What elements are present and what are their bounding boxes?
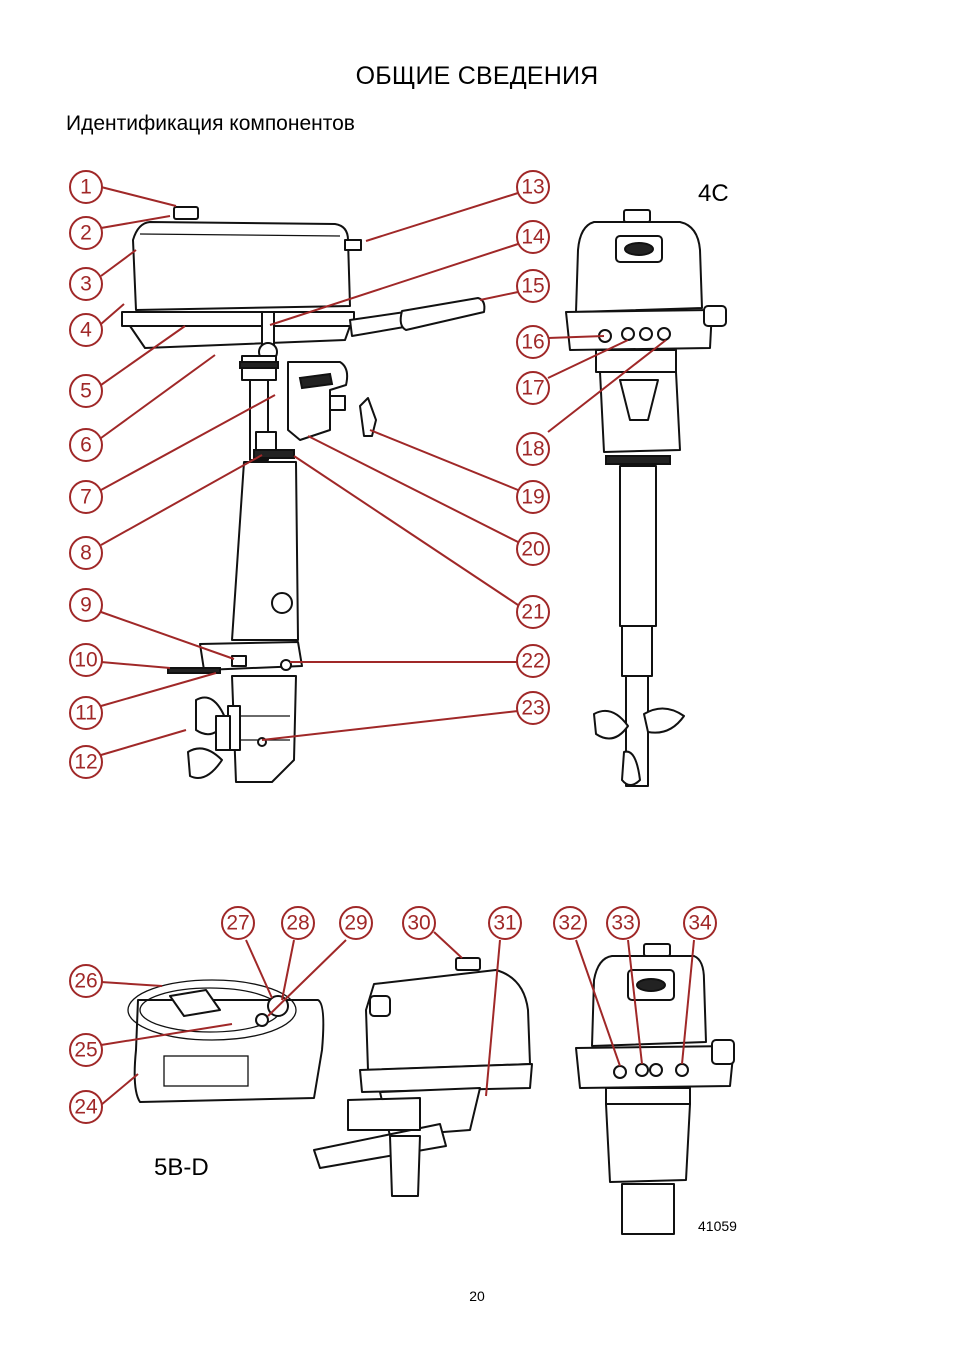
callout-32: 32 (553, 906, 587, 940)
svg-text:31: 31 (493, 912, 516, 935)
svg-text:22: 22 (521, 650, 544, 673)
figure-number: 41059 (698, 1218, 737, 1234)
callout-6: 6 (69, 428, 103, 462)
svg-text:17: 17 (521, 377, 544, 400)
svg-text:23: 23 (521, 697, 544, 720)
svg-text:1: 1 (80, 176, 92, 199)
callout-30: 30 (402, 906, 436, 940)
callout-29: 29 (339, 906, 373, 940)
svg-text:10: 10 (74, 649, 97, 672)
svg-text:29: 29 (344, 912, 367, 935)
callout-26: 26 (69, 964, 103, 998)
engine-rear-view (565, 209, 727, 787)
svg-text:26: 26 (74, 970, 97, 993)
svg-text:2: 2 (80, 222, 92, 245)
callout-21: 21 (516, 595, 550, 629)
callout-2: 2 (69, 216, 103, 250)
callout-1: 1 (69, 170, 103, 204)
svg-text:6: 6 (80, 434, 92, 457)
svg-text:13: 13 (521, 176, 544, 199)
callout-15: 15 (516, 269, 550, 303)
engine-side-view (121, 206, 486, 783)
svg-text:9: 9 (80, 594, 92, 617)
svg-text:18: 18 (521, 438, 544, 461)
callout-12: 12 (69, 745, 103, 779)
svg-text:12: 12 (74, 751, 97, 774)
svg-text:30: 30 (407, 912, 430, 935)
callout-16: 16 (516, 325, 550, 359)
svg-text:28: 28 (286, 912, 309, 935)
callout-27: 27 (221, 906, 255, 940)
callout-9: 9 (69, 588, 103, 622)
callout-11: 11 (69, 696, 103, 730)
svg-text:4: 4 (80, 319, 92, 342)
engine-tiller-view (313, 957, 533, 1197)
svg-text:7: 7 (80, 486, 92, 509)
svg-text:27: 27 (226, 912, 249, 935)
callout-24: 24 (69, 1090, 103, 1124)
svg-text:24: 24 (74, 1096, 98, 1119)
callout-4: 4 (69, 313, 103, 347)
model-label-4c: 4С (698, 180, 729, 207)
model-label-5bd: 5B-D (154, 1154, 209, 1181)
page-title: ОБЩИЕ СВЕДЕНИЯ (355, 62, 599, 90)
svg-text:19: 19 (521, 486, 544, 509)
callout-22: 22 (516, 644, 550, 678)
callout-7: 7 (69, 480, 103, 514)
svg-text:20: 20 (521, 538, 544, 561)
svg-text:11: 11 (75, 702, 97, 725)
page-number: 20 (469, 1288, 485, 1304)
callout-33: 33 (606, 906, 640, 940)
svg-text:5: 5 (80, 380, 92, 403)
callout-20: 20 (516, 532, 550, 566)
section-subtitle: Идентификация компонентов (66, 112, 355, 135)
callout-25: 25 (69, 1033, 103, 1067)
callout-17: 17 (516, 371, 550, 405)
leader-lines (100, 186, 695, 1106)
fuel-tank (127, 979, 325, 1103)
svg-text:34: 34 (688, 912, 712, 935)
engine-rear-view-2 (575, 943, 735, 1235)
callout-8: 8 (69, 536, 103, 570)
callout-18: 18 (516, 432, 550, 466)
svg-text:8: 8 (80, 542, 92, 565)
callout-34: 34 (683, 906, 717, 940)
callout-3: 3 (69, 267, 103, 301)
callout-23: 23 (516, 691, 550, 725)
svg-text:14: 14 (521, 226, 545, 249)
callout-14: 14 (516, 220, 550, 254)
callout-5: 5 (69, 374, 103, 408)
svg-text:25: 25 (74, 1039, 97, 1062)
callout-13: 13 (516, 170, 550, 204)
callout-28: 28 (281, 906, 315, 940)
callout-31: 31 (488, 906, 522, 940)
callout-10: 10 (69, 643, 103, 677)
svg-text:32: 32 (558, 912, 581, 935)
svg-text:15: 15 (521, 275, 544, 298)
callout-19: 19 (516, 480, 550, 514)
svg-text:3: 3 (80, 273, 92, 296)
svg-text:21: 21 (521, 601, 544, 624)
svg-text:33: 33 (611, 912, 634, 935)
svg-text:16: 16 (521, 331, 544, 354)
